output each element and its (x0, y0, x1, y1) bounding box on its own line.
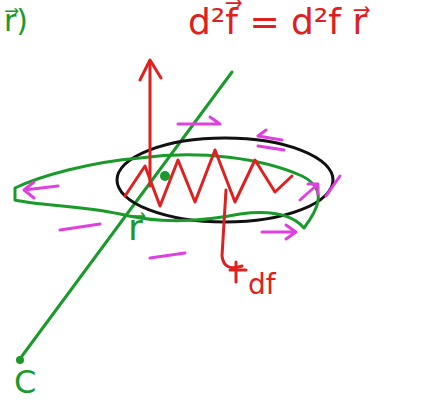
force-label: df (248, 270, 276, 301)
force-line (222, 190, 242, 268)
point-label: C (14, 365, 36, 400)
force-arrow (149, 64, 152, 186)
arrow-head (140, 60, 161, 80)
force-tick (230, 262, 246, 282)
direction-arrows (24, 117, 340, 258)
vector-label: r⃗) (4, 4, 28, 37)
position-line (22, 72, 232, 356)
formula-label: d²f⃗ = d²f r⃗ (188, 2, 367, 42)
center-dot (160, 171, 170, 181)
origin-dot (16, 356, 24, 364)
vector-label: r⃗ (128, 208, 143, 248)
